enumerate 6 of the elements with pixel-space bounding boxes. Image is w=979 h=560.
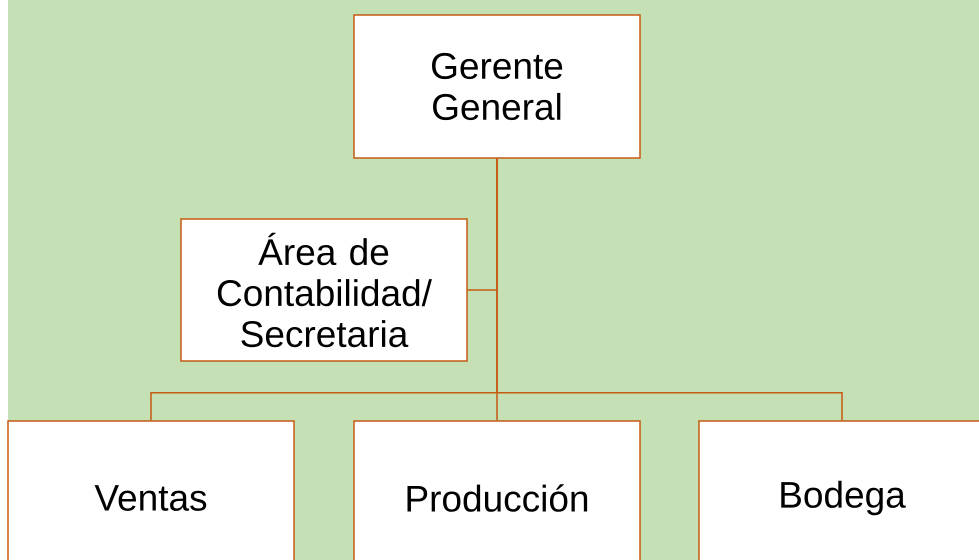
org-box: Producción <box>353 420 641 560</box>
org-box: Ventas <box>7 420 295 560</box>
org-box: Área de Contabilidad/ Secretaria <box>180 218 468 362</box>
org-box: Gerente General <box>353 14 641 159</box>
org-box: Bodega <box>698 420 979 560</box>
connector-line <box>496 158 843 420</box>
